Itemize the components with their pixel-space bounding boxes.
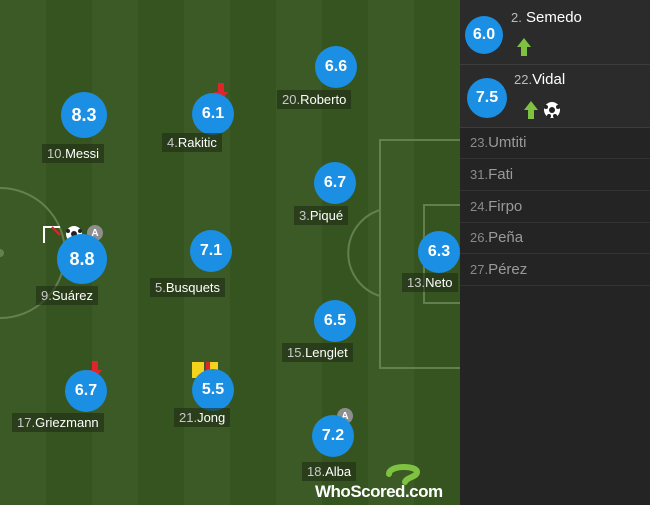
player-busquets[interactable]: 7.1 5.Busquets bbox=[148, 230, 258, 320]
rating-bubble: 6.7 bbox=[65, 370, 107, 412]
player-griezmann[interactable]: 6.7 17.Griezmann bbox=[10, 360, 120, 450]
bench-row-fati[interactable]: 31.Fati bbox=[460, 159, 650, 191]
player-name-label: 9.Suárez bbox=[36, 286, 99, 305]
whoscored-logo: WhoScored.com bbox=[313, 462, 458, 502]
rating-bubble: 5.5 bbox=[192, 369, 234, 411]
player-pique[interactable]: 6.7 3.Piqué bbox=[292, 162, 402, 252]
player-name-label: 10.Messi bbox=[42, 144, 105, 163]
player-suarez[interactable]: A 8.8 9.Suárez bbox=[30, 222, 140, 312]
rating-bubble: 7.2 bbox=[312, 415, 354, 457]
player-name-label: 17.Griezmann bbox=[12, 413, 104, 432]
rating-bubble: 8.8 bbox=[57, 234, 107, 284]
bench-row-firpo[interactable]: 24.Firpo bbox=[460, 191, 650, 223]
player-rakitic[interactable]: 6.1 4.Rakitic bbox=[160, 80, 270, 170]
bench-row-perez[interactable]: 27.Pérez bbox=[460, 254, 650, 286]
goal-ball-icon bbox=[544, 102, 560, 118]
player-name-label: 20.Roberto bbox=[277, 90, 352, 109]
sub-name-label: 2. Semedo bbox=[511, 9, 582, 26]
player-name-label: 5.Busquets bbox=[150, 278, 226, 297]
rating-bubble: 6.1 bbox=[192, 93, 234, 135]
rating-bubble: 6.7 bbox=[314, 162, 356, 204]
sub-on-arrow-icon bbox=[524, 101, 538, 119]
player-name-label: 21.Jong bbox=[174, 408, 231, 427]
rating-bubble: 6.0 bbox=[465, 16, 503, 54]
rating-bubble: 6.3 bbox=[418, 231, 460, 273]
rating-bubble: 6.5 bbox=[314, 300, 356, 342]
sub-row-semedo[interactable]: 6.0 2. Semedo bbox=[460, 0, 650, 65]
player-messi[interactable]: 8.3 10.Messi bbox=[40, 92, 150, 182]
pitch: 8.3 10.Messi 6.1 4.Rakitic 6.6 20.Robert… bbox=[0, 0, 460, 505]
player-name-label: 13.Neto bbox=[402, 273, 458, 292]
rating-bubble: 8.3 bbox=[61, 92, 107, 138]
bench-row-pena[interactable]: 26.Peña bbox=[460, 222, 650, 254]
rating-bubble: 7.1 bbox=[190, 230, 232, 272]
sub-row-vidal[interactable]: 7.5 22.Vidal bbox=[460, 65, 650, 128]
player-neto[interactable]: 6.3 13.Neto bbox=[400, 231, 460, 321]
rating-bubble: 7.5 bbox=[467, 78, 507, 118]
player-name-label: 3.Piqué bbox=[294, 206, 349, 225]
sub-on-arrow-icon bbox=[517, 38, 531, 56]
player-roberto[interactable]: 6.6 20.Roberto bbox=[275, 46, 385, 136]
bench-row-umtiti[interactable]: 23.Umtiti bbox=[460, 127, 650, 159]
player-name-label: 18.Alba bbox=[302, 462, 357, 481]
sub-name-label: 22.Vidal bbox=[514, 71, 566, 88]
logo-question-mark-icon bbox=[386, 464, 421, 485]
goal-post-icon bbox=[43, 226, 61, 243]
rating-bubble: 6.6 bbox=[315, 46, 357, 88]
substitutes-panel: 6.0 2. Semedo 7.5 22.Vidal 23.Umtiti 31.… bbox=[460, 0, 650, 505]
player-name-label: 4.Rakitic bbox=[162, 133, 222, 152]
player-name-label: 15.Lenglet bbox=[282, 343, 353, 362]
player-jong[interactable]: 5.5 21.Jong bbox=[172, 360, 282, 450]
player-alba[interactable]: A 7.2 18.Alba bbox=[300, 406, 410, 496]
player-lenglet[interactable]: 6.5 15.Lenglet bbox=[280, 300, 390, 390]
